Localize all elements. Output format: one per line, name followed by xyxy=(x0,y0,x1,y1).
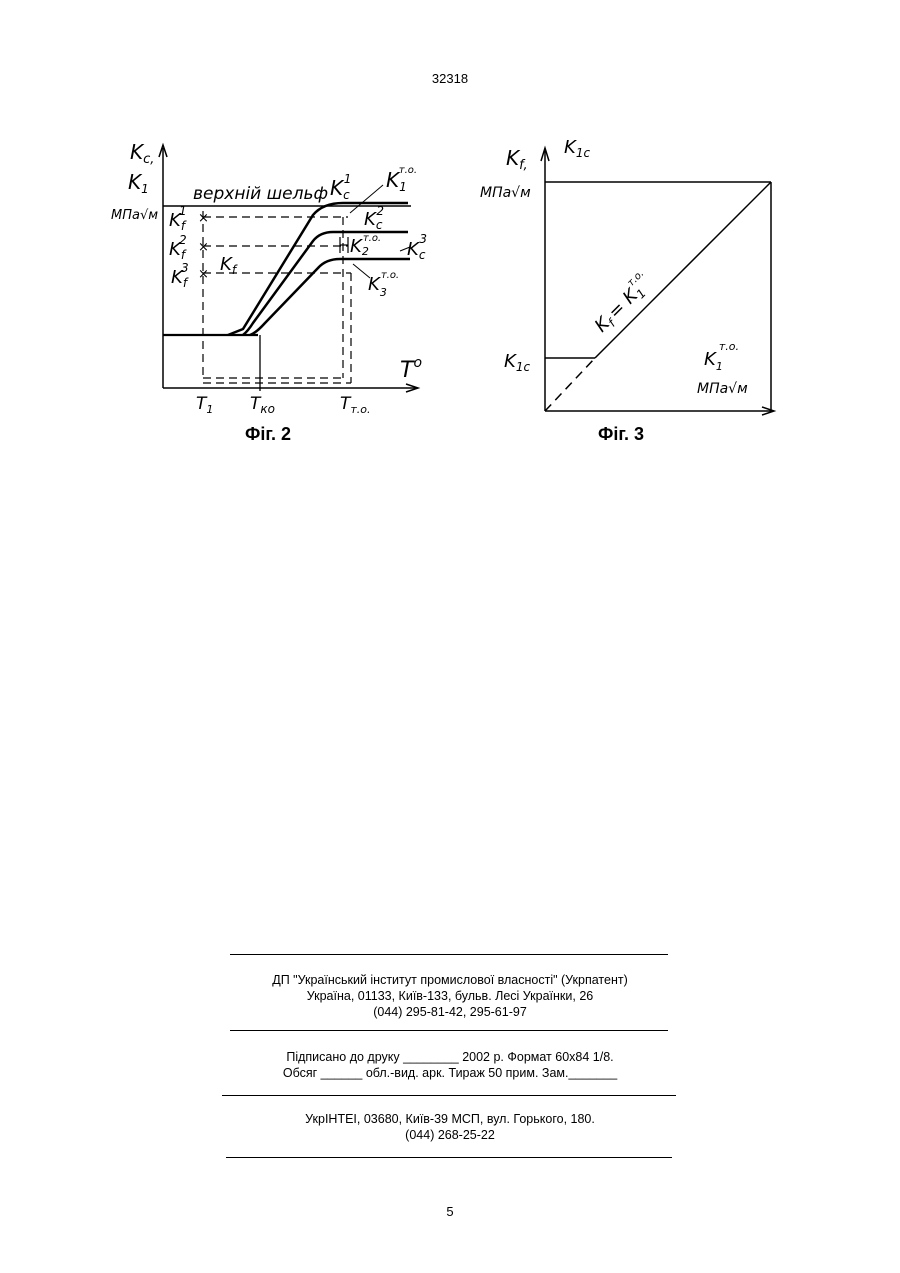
publisher-address: Україна, 01133, Київ-133, бульв. Лесі Ук… xyxy=(0,988,900,1004)
figure-2-drawing: × × × Kc, K1 МПа√м верхній шельф Kc1 K1т… xyxy=(108,133,438,418)
figure-3: Kf, K1c МПа√м K1c Kf= K1т.о. K1т.о. МПа√… xyxy=(472,133,782,423)
publisher-name: ДП "Український інститут промислової вла… xyxy=(0,972,900,988)
print-info-line-2: Обсяг ______ обл.-вид. арк. Тираж 50 при… xyxy=(0,1065,900,1081)
figure-3-drawing: Kf, K1c МПа√м K1c Kf= K1т.о. K1т.о. МПа√… xyxy=(472,133,782,423)
footer-rule-4 xyxy=(226,1157,672,1158)
print-info-block: Підписано до друку ________ 2002 р. Форм… xyxy=(0,1049,900,1081)
publisher-phone: (044) 295-81-42, 295-61-97 xyxy=(0,1004,900,1020)
fig2-marker-kf3: × xyxy=(198,267,209,282)
page-number-bottom: 5 xyxy=(0,1204,900,1219)
fig2-label-kc2: Kc2 xyxy=(364,204,384,232)
fig3-units-y: МПа√м xyxy=(480,185,531,201)
ukrintei-phone: (044) 268-25-22 xyxy=(0,1127,900,1143)
figure-3-caption: Фіг. 3 xyxy=(598,424,644,445)
fig2-units: МПа√м xyxy=(111,208,158,223)
fig2-upper-shelf-label: верхній шельф xyxy=(193,184,328,204)
footer-rule-1 xyxy=(230,954,668,955)
fig2-marker-kf2: × xyxy=(198,240,209,255)
ukrintei-block: УкрІНТЕІ, 03680, Київ-39 МСП, вул. Горьк… xyxy=(0,1111,900,1143)
publisher-block: ДП "Український інститут промислової вла… xyxy=(0,972,900,1020)
fig2-marker-kf1: × xyxy=(198,211,209,226)
print-info-line-1: Підписано до друку ________ 2002 р. Форм… xyxy=(0,1049,900,1065)
figure-2: × × × Kc, K1 МПа√м верхній шельф Kc1 K1т… xyxy=(108,133,438,418)
ukrintei-address: УкрІНТЕІ, 03680, Київ-39 МСП, вул. Горьк… xyxy=(0,1111,900,1127)
fig3-units-x: МПа√м xyxy=(697,381,748,397)
footer-rule-2 xyxy=(230,1030,668,1031)
footer-rule-3 xyxy=(222,1095,676,1096)
page-number-top: 32318 xyxy=(0,71,900,86)
figure-2-caption: Фіг. 2 xyxy=(245,424,291,445)
